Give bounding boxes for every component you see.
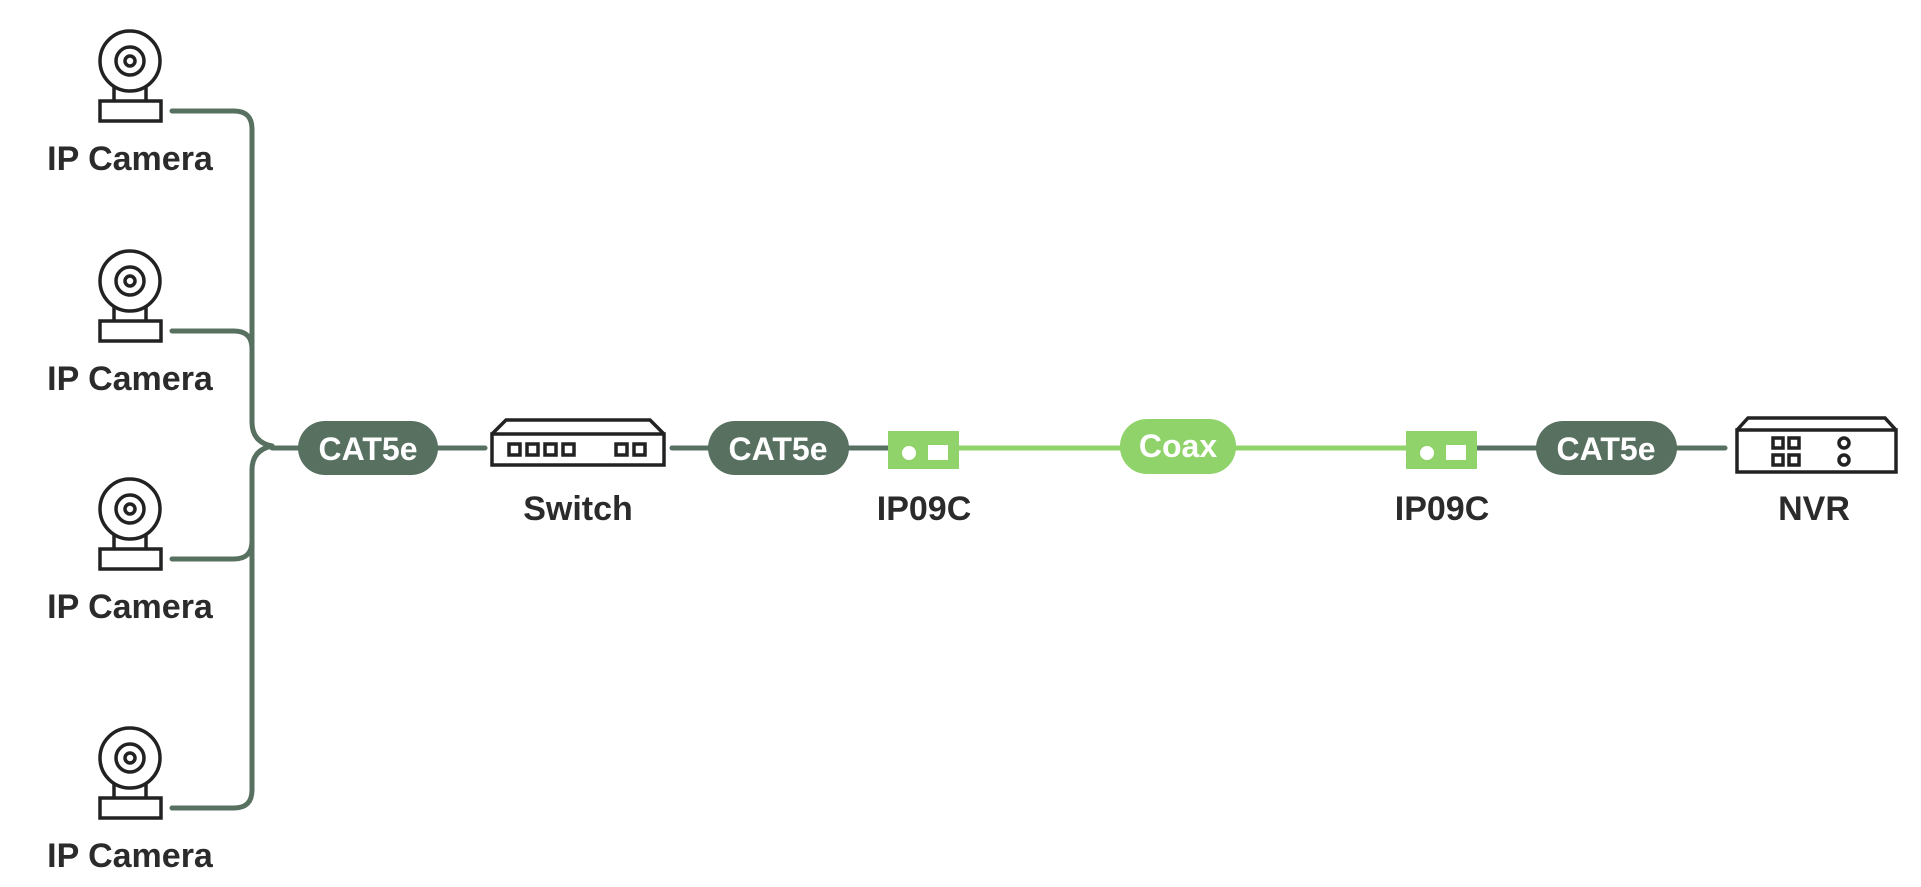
camera-1-label: IP Camera: [47, 140, 214, 178]
ip-camera-icon: [98, 249, 163, 343]
cable-pill-cam-to-switch: CAT5e: [298, 421, 438, 475]
switch-label: Switch: [523, 490, 633, 528]
cable-label: Coax: [1139, 428, 1217, 464]
cable-label: CAT5e: [729, 431, 828, 467]
camera-1-cable: [169, 108, 275, 449]
ip-camera-icon: [98, 477, 163, 571]
ip-camera-icon: [98, 29, 163, 123]
extender-icon: [888, 431, 959, 469]
camera-3: [98, 477, 163, 571]
camera-4: [98, 726, 163, 820]
camera-2: [98, 249, 163, 343]
camera-4-cable: [169, 443, 275, 811]
camera-2-cable: [169, 328, 255, 352]
cable-label: CAT5e: [319, 431, 418, 467]
camera-3-cable: [169, 538, 255, 562]
cable-label: CAT5e: [1557, 431, 1656, 467]
camera-4-label: IP Camera: [47, 837, 214, 875]
cable-pill-extender-to-nvr: CAT5e: [1536, 421, 1677, 475]
camera-3-label: IP Camera: [47, 588, 214, 626]
nvr-icon: [1735, 416, 1898, 474]
camera-1: [98, 29, 163, 123]
nvr-label: NVR: [1778, 490, 1850, 528]
ip-camera-icon: [98, 726, 163, 820]
extender-icon: [1406, 431, 1477, 469]
camera-2-label: IP Camera: [47, 360, 214, 398]
cable-pill-switch-to-extender: CAT5e: [708, 421, 849, 475]
network-switch-icon: [490, 418, 666, 467]
cable-pill-coax: Coax: [1120, 419, 1236, 474]
extender-left-label: IP09C: [877, 490, 972, 528]
extender-right-label: IP09C: [1395, 490, 1490, 528]
